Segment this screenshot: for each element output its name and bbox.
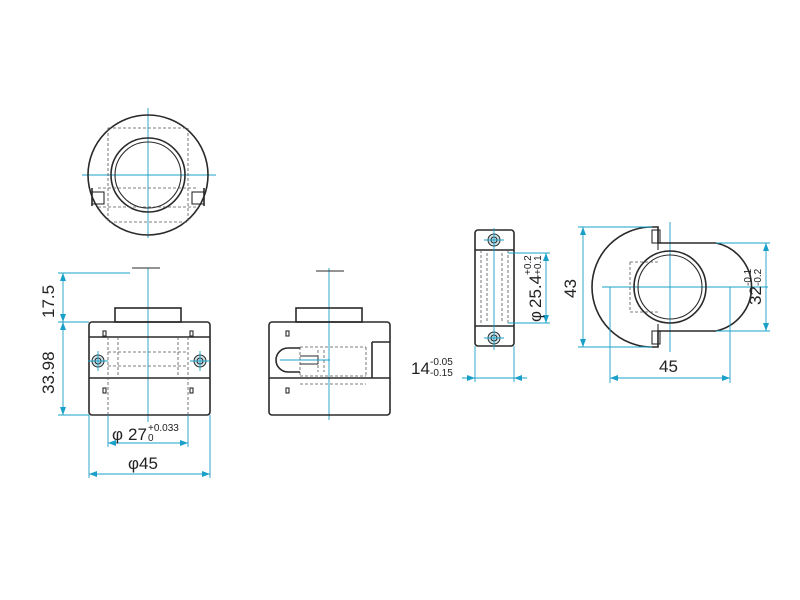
dim-bore-tol-upper: +0.033	[148, 423, 179, 434]
height-dimensions	[58, 272, 130, 416]
slot-dimension-lines	[716, 242, 770, 332]
dim-bore-symbol: φ	[112, 425, 123, 444]
dim-slot-value: 32	[746, 286, 765, 305]
front-view	[88, 267, 211, 422]
dim-shaft-symbol: φ	[526, 311, 545, 322]
clamp-front-view	[591, 222, 768, 352]
dim-shaft-tol-lower: +0.1	[533, 255, 544, 275]
dim-slot-tol-upper: -0.1	[743, 268, 754, 286]
dim-bore-value: 27	[128, 425, 147, 444]
outer-diameter-lines	[88, 415, 211, 478]
dim-outer-diameter: φ45	[128, 454, 158, 473]
dim-slot-tol-lower: -0.2	[753, 268, 764, 286]
dim-bore-tol-lower: 0	[148, 433, 154, 444]
clamp-side-view	[474, 228, 515, 350]
thickness-dimension-lines	[462, 346, 527, 382]
dim-thickness-value: 14	[411, 359, 430, 378]
top-view	[82, 108, 216, 238]
shaft-dimension-lines	[508, 252, 550, 324]
dim-thickness-tol-lower: -0.15	[430, 368, 453, 379]
dim-clamp-width: 45	[659, 357, 678, 376]
dim-height-lower: 33.98	[39, 351, 58, 394]
bore-dimension-lines	[107, 415, 189, 447]
dim-shaft-tol-upper: +0.2	[523, 255, 534, 275]
dim-clamp-height: 43	[561, 279, 580, 298]
dim-height-upper: 17.5	[39, 285, 58, 318]
clamp-width-lines	[609, 287, 731, 383]
clamp-height-lines	[578, 226, 652, 348]
dim-thickness-tol-upper: -0.05	[430, 357, 453, 368]
side-view	[268, 268, 391, 420]
dim-shaft-value: 25.4	[526, 275, 545, 308]
